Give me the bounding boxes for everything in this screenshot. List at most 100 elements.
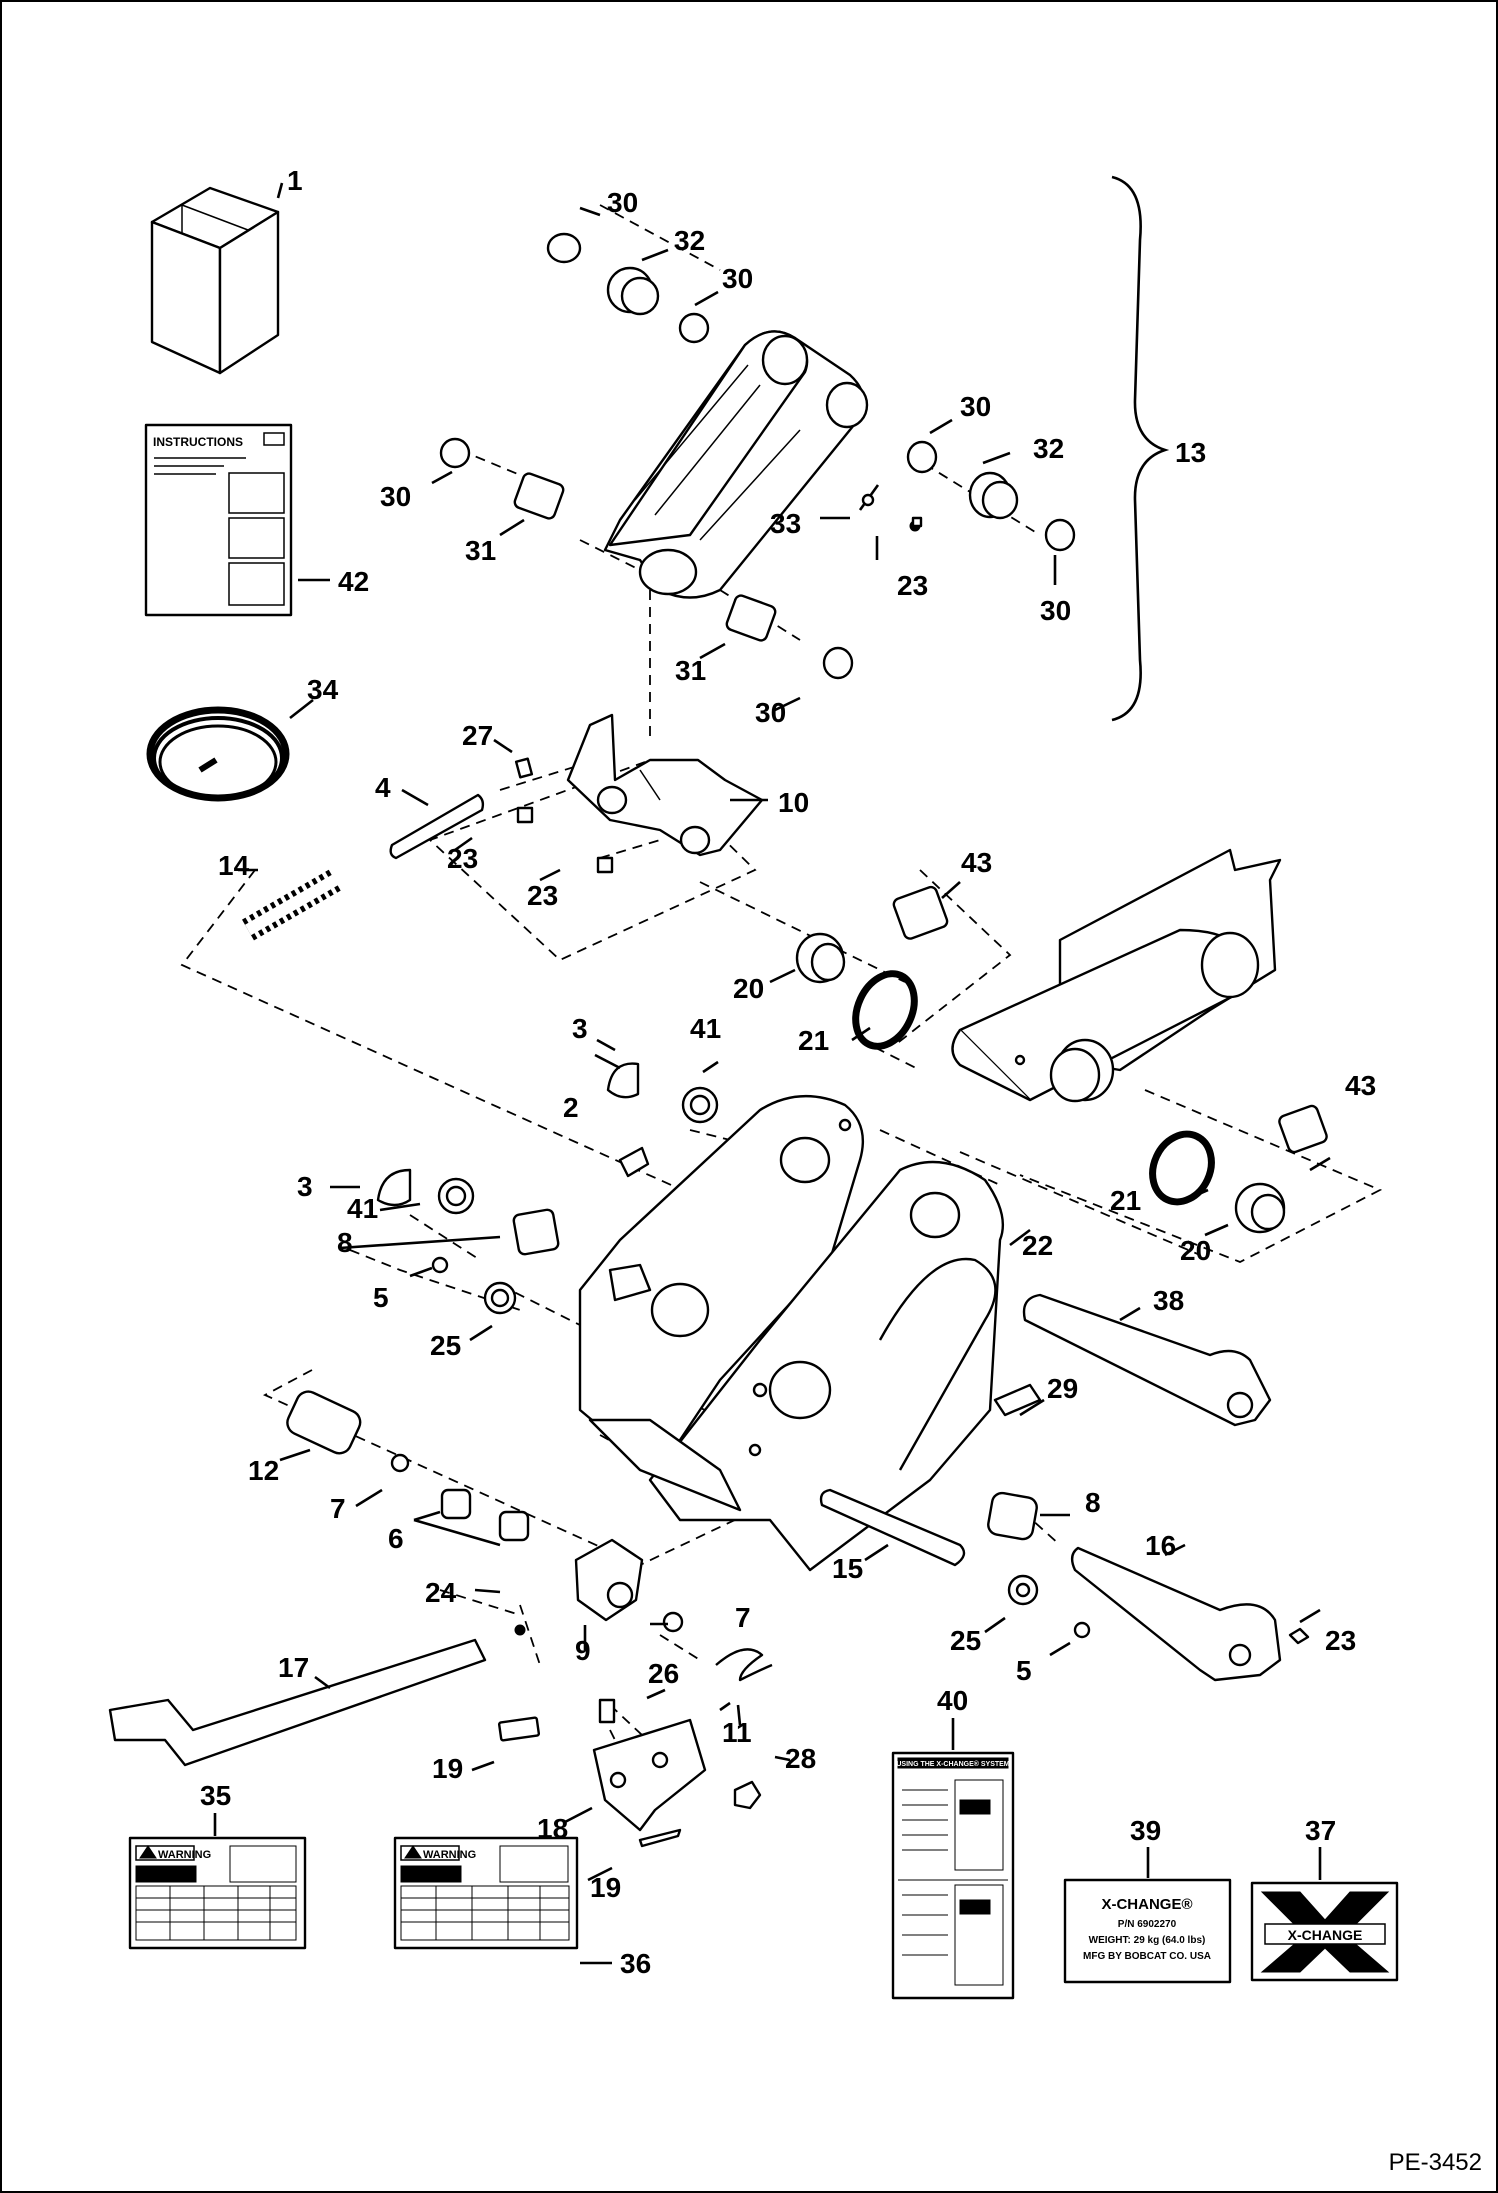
callout-20: 20 xyxy=(1180,1235,1211,1266)
callout-13: 13 xyxy=(1175,437,1206,468)
callout-17: 17 xyxy=(278,1652,309,1683)
decal-36: WARNING xyxy=(393,1836,579,1950)
callout-41: 41 xyxy=(347,1193,378,1224)
svg-text:X-CHANGE®: X-CHANGE® xyxy=(1101,1896,1192,1913)
coupler-frame xyxy=(578,1095,1004,1572)
callout-24: 24 xyxy=(425,1577,457,1608)
part-13-link-assembly xyxy=(603,330,869,599)
lever-assembly xyxy=(497,1698,762,1848)
part-17-handle xyxy=(108,1638,487,1767)
callout-40: 40 xyxy=(937,1685,968,1716)
callout-31: 31 xyxy=(465,535,496,566)
callout-10: 10 xyxy=(778,787,809,818)
part-14-spring xyxy=(242,869,341,941)
right-side-pins xyxy=(819,1293,1282,1682)
callout-30: 30 xyxy=(607,187,638,218)
callout-3: 3 xyxy=(572,1013,588,1044)
decal-35: WARNING xyxy=(128,1836,307,1950)
svg-text:WARNING: WARNING xyxy=(423,1849,476,1861)
callout-27: 27 xyxy=(462,720,493,751)
callout-1: 1 xyxy=(287,165,303,196)
callout-6: 6 xyxy=(388,1523,404,1554)
callout-33: 33 xyxy=(770,508,801,539)
callout-19: 19 xyxy=(432,1753,463,1784)
callout-11: 11 xyxy=(722,1717,752,1748)
callout-9: 9 xyxy=(575,1635,591,1666)
callout-5: 5 xyxy=(1016,1655,1032,1686)
svg-text:MFG BY BOBCAT CO. USA: MFG BY BOBCAT CO. USA xyxy=(1083,1951,1211,1962)
callout-21: 21 xyxy=(1110,1185,1141,1216)
callout-29: 29 xyxy=(1047,1373,1078,1404)
callout-21: 21 xyxy=(798,1025,829,1056)
callout-37: 37 xyxy=(1305,1815,1336,1846)
callout-20: 20 xyxy=(733,973,764,1004)
callout-38: 38 xyxy=(1153,1285,1184,1316)
part-27-set-screw xyxy=(514,757,534,779)
callout-3: 3 xyxy=(297,1171,313,1202)
callout-19: 19 xyxy=(590,1872,621,1903)
svg-text:WEIGHT: 29 kg (64.0 lbs): WEIGHT: 29 kg (64.0 lbs) xyxy=(1089,1935,1206,1946)
callout-23: 23 xyxy=(897,570,928,601)
callout-5: 5 xyxy=(373,1282,389,1313)
svg-text:WARNING: WARNING xyxy=(158,1849,211,1861)
callout-23: 23 xyxy=(447,843,478,874)
callout-35: 35 xyxy=(200,1780,231,1811)
leader-lines xyxy=(213,182,1331,1965)
callout-41: 41 xyxy=(690,1013,721,1044)
callout-23: 23 xyxy=(1325,1625,1356,1656)
callout-25: 25 xyxy=(430,1330,461,1361)
svg-text:USING THE X-CHANGE® SYSTEM: USING THE X-CHANGE® SYSTEM xyxy=(896,1760,1009,1768)
callout-43: 43 xyxy=(1345,1070,1376,1101)
callout-7: 7 xyxy=(735,1602,751,1633)
callout-42: 42 xyxy=(338,566,369,597)
svg-text:X-CHANGE: X-CHANGE xyxy=(1288,1927,1363,1943)
callout-34: 34 xyxy=(307,674,339,705)
page-number: PE-3452 xyxy=(1389,2149,1482,2176)
part-4-pin xyxy=(389,793,485,860)
part-34-hose-coil xyxy=(146,706,290,802)
callout-labels: 1 42 30 32 30 30 31 33 23 30 32 13 30 31… xyxy=(200,165,1376,1979)
callout-43: 43 xyxy=(961,847,992,878)
callout-8: 8 xyxy=(1085,1487,1101,1518)
callout-36: 36 xyxy=(620,1948,651,1979)
part-1-shipping-box xyxy=(150,186,280,375)
callout-32: 32 xyxy=(1033,433,1064,464)
callout-16: 16 xyxy=(1145,1530,1176,1561)
callout-30: 30 xyxy=(960,391,991,422)
bushings-and-rings-upper xyxy=(439,232,1076,680)
callout-23: 23 xyxy=(527,880,558,911)
callout-28: 28 xyxy=(785,1743,816,1774)
decal-37: X-CHANGE xyxy=(1250,1881,1399,1982)
callout-30: 30 xyxy=(380,481,411,512)
decal-40: USING THE X-CHANGE® SYSTEM xyxy=(891,1751,1015,2000)
callout-8: 8 xyxy=(337,1227,353,1258)
callout-30: 30 xyxy=(722,263,753,294)
callout-22: 22 xyxy=(1022,1230,1053,1261)
group-bracket-13 xyxy=(1111,175,1170,722)
grease-fittings xyxy=(514,516,1310,1645)
callout-18: 18 xyxy=(537,1813,568,1844)
callout-4: 4 xyxy=(375,772,391,803)
attachment-frame-arm xyxy=(951,848,1282,1103)
callout-25: 25 xyxy=(950,1625,981,1656)
callout-31: 31 xyxy=(675,655,706,686)
instructions-title: INSTRUCTIONS xyxy=(153,435,243,449)
callout-12: 12 xyxy=(248,1455,279,1486)
callout-32: 32 xyxy=(674,225,705,256)
svg-text:P/N 6902270: P/N 6902270 xyxy=(1118,1919,1177,1930)
part-10-mounting-block xyxy=(566,713,764,857)
frame-bushings xyxy=(795,885,1328,1234)
callout-2: 2 xyxy=(563,1092,579,1123)
left-side-hardware xyxy=(286,1062,773,1682)
callout-7: 7 xyxy=(330,1493,346,1524)
part-42-instruction-manual xyxy=(144,423,293,617)
callout-30: 30 xyxy=(1040,595,1071,626)
callout-26: 26 xyxy=(648,1658,679,1689)
callout-39: 39 xyxy=(1130,1815,1161,1846)
callout-30: 30 xyxy=(755,697,786,728)
callout-14: 14 xyxy=(218,850,250,881)
decal-39: X-CHANGE® P/N 6902270 WEIGHT: 29 kg (64.… xyxy=(1063,1878,1232,1984)
callout-15: 15 xyxy=(832,1553,863,1584)
